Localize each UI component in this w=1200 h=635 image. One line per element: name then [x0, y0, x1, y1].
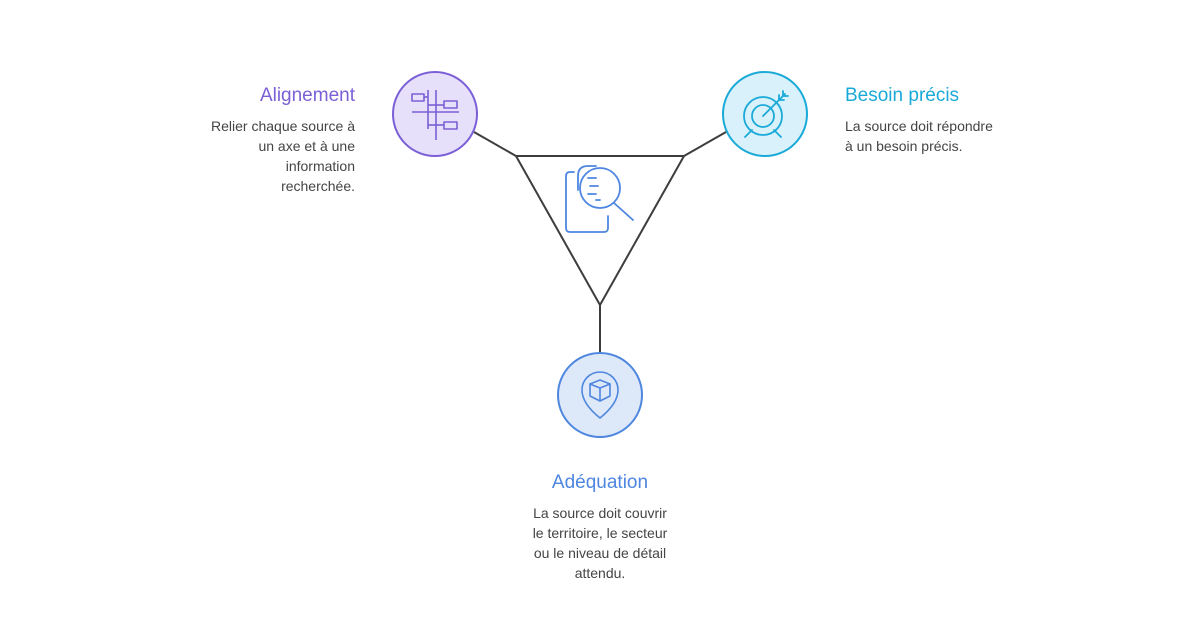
alignement-description: Relier chaque source à un axe et à une i… — [211, 118, 355, 194]
node-besoin — [722, 71, 808, 157]
adequation-label: Adéquation La source doit couvrir le ter… — [510, 471, 690, 583]
node-alignement — [392, 71, 478, 157]
connector-right — [683, 131, 727, 157]
connector-left — [473, 131, 517, 157]
alignement-title: Alignement — [259, 85, 355, 106]
alignement-label: Alignement Relier chaque source à un axe… — [155, 84, 355, 196]
target-icon — [743, 90, 789, 138]
node-adequation — [557, 352, 643, 438]
besoin-title: Besoin précis — [845, 85, 960, 106]
location-book-icon — [581, 371, 619, 419]
center-triangle — [515, 155, 685, 306]
adequation-title: Adéquation — [551, 472, 649, 493]
hierarchy-icon — [411, 90, 459, 140]
document-search-icon — [565, 165, 634, 233]
adequation-description: La source doit couvrir le territoire, le… — [532, 505, 668, 581]
besoin-label: Besoin précis La source doit répondre à … — [845, 84, 1015, 156]
besoin-description: La source doit répondre à un besoin préc… — [845, 118, 993, 154]
